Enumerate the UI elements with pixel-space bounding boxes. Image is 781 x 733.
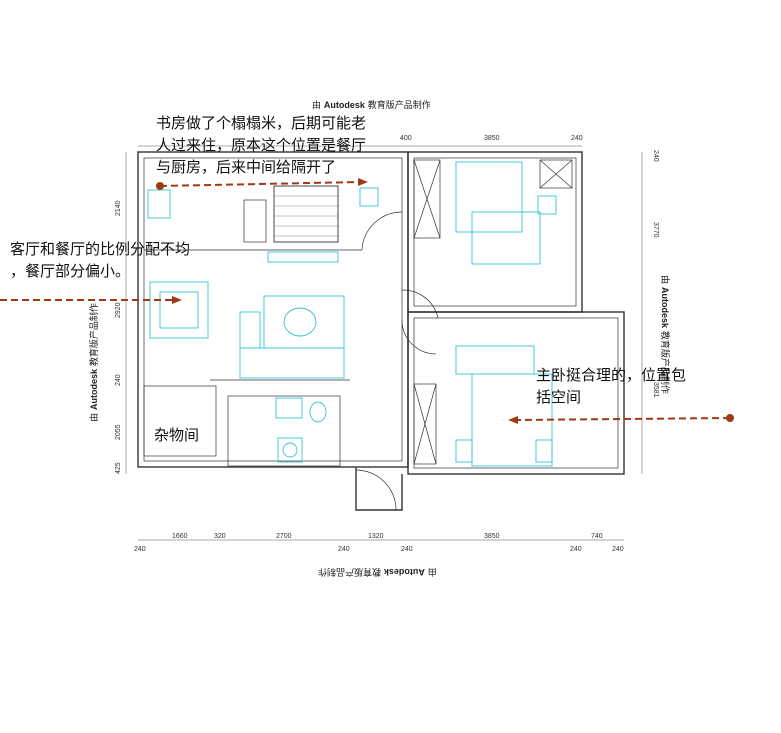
wardrobes — [243, 159, 573, 465]
watermark-bottom: 由 Autodesk 教育版产品制作 — [318, 566, 437, 577]
study-note-line3: 与厨房，后来中间给隔开了 — [156, 158, 337, 176]
dim-bottom-4: 1320 — [368, 533, 384, 540]
watermark-left: 由 Autodesk 教育版产品制作 — [88, 303, 100, 422]
dim-bottom-r2-3: 240 — [401, 546, 413, 553]
living-note-line2: ，餐厅部分偏小。 — [10, 262, 131, 280]
study-note: 书房做了个榻榻米，后期可能老 人过来住，原本这个位置是餐厅 与厨房，后来中间给隔… — [156, 112, 366, 178]
dim-bottom-3: 2700 — [276, 533, 292, 540]
dim-left-1: 2140 — [115, 200, 122, 216]
dim-bottom-r2-5: 240 — [612, 546, 624, 553]
dim-top-2: 3850 — [484, 135, 500, 142]
master-note-line1: 主卧挺合理的，位置包 — [536, 366, 687, 384]
living-note-line1: 客厅和餐厅的比例分配不均 — [10, 240, 191, 258]
arrow-heads — [156, 178, 734, 424]
master-note: 主卧挺合理的，位置包 括空间 — [536, 364, 686, 408]
dim-right-1: 240 — [652, 150, 659, 162]
dim-bottom-1: 1660 — [172, 533, 188, 540]
furniture — [147, 161, 557, 467]
walls — [137, 151, 625, 511]
dim-bottom-r2-1: 240 — [134, 546, 146, 553]
dimension-lines — [125, 145, 643, 541]
dim-bottom-r2-2: 240 — [338, 546, 350, 553]
dim-bottom-2: 320 — [214, 533, 226, 540]
dim-bottom-5: 3850 — [484, 533, 500, 540]
door-swings — [355, 211, 439, 511]
dimension-labels: 400 3850 240 1660 320 2700 1320 3850 740… — [115, 135, 659, 553]
dim-left-3: 240 — [115, 374, 122, 386]
master-note-line2: 括空间 — [536, 388, 582, 406]
dim-left-4: 2055 — [115, 424, 122, 440]
dim-top-1: 400 — [400, 135, 412, 142]
watermark-top: 由 Autodesk 教育版产品制作 — [312, 100, 431, 111]
annotation-arrows — [0, 181, 731, 421]
storage-room-label: 杂物间 — [154, 426, 200, 444]
dim-bottom-6: 740 — [591, 533, 603, 540]
study-note-line2: 人过来住，原本这个位置是餐厅 — [156, 136, 367, 154]
dim-right-2: 3770 — [652, 222, 659, 238]
dim-left-2: 2920 — [115, 302, 122, 318]
living-note: 客厅和餐厅的比例分配不均 ，餐厅部分偏小。 — [10, 238, 190, 282]
study-note-line1: 书房做了个榻榻米，后期可能老 — [156, 114, 367, 132]
dim-bottom-r2-4: 240 — [570, 546, 582, 553]
dim-top-3: 240 — [571, 135, 583, 142]
dim-right-3: 3581 — [652, 382, 659, 398]
dim-left-5: 425 — [115, 462, 122, 474]
